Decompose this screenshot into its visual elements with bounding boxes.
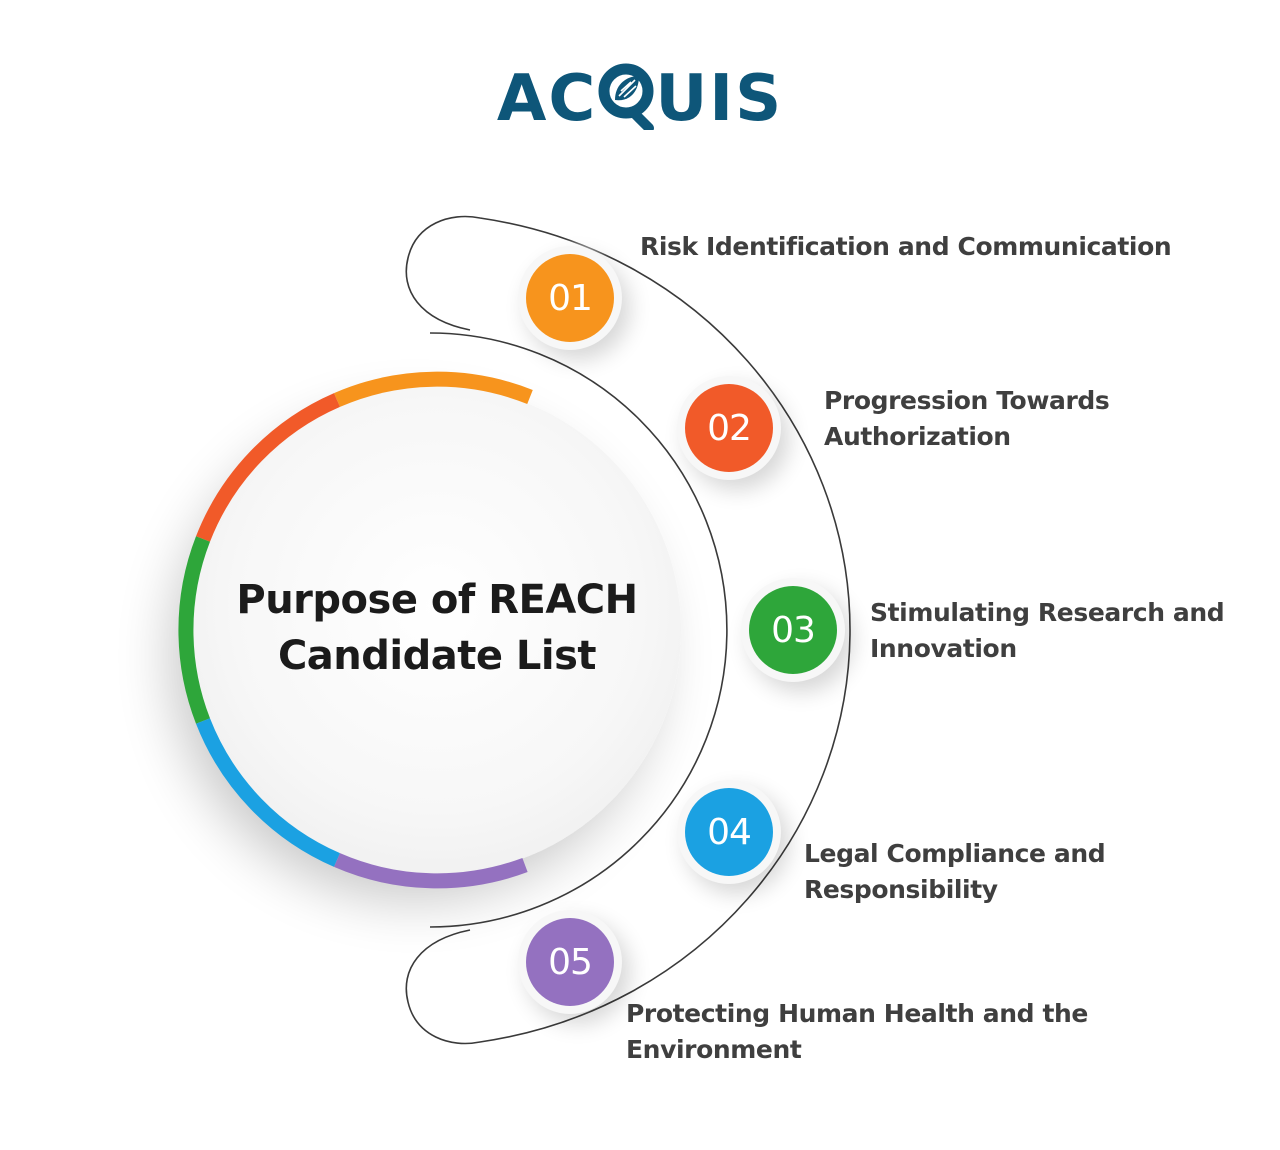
step-number-02: 02 (685, 384, 773, 472)
ring-segment-orange (334, 371, 533, 407)
center-title-line1: Purpose of REACH (236, 577, 638, 623)
step-label-03: Stimulating Research and Innovation (870, 595, 1225, 667)
step-label-01: Risk Identification and Communication (640, 229, 1172, 265)
ring-segment-green (178, 536, 210, 724)
step-number-04: 04 (685, 788, 773, 876)
step-label-04-line2: Responsibility (804, 875, 998, 904)
ring-segment-blue (196, 718, 340, 867)
step-label-05-line1: Protecting Human Health and the (626, 999, 1088, 1028)
center-title-line2: Candidate List (277, 633, 597, 679)
step-number-05: 05 (526, 918, 614, 1006)
step-label-05-line2: Environment (626, 1035, 802, 1064)
acquis-logo: AC UIS (0, 58, 1280, 147)
step-label-04-line1: Legal Compliance and (804, 839, 1106, 868)
logo-text-left: AC (496, 62, 598, 137)
step-label-02-line2: Authorization (824, 422, 1011, 451)
step-badge-04: 04 (677, 780, 781, 884)
step-label-02-line1: Progression Towards (824, 386, 1110, 415)
step-label-05: Protecting Human Health and the Environm… (626, 996, 1088, 1068)
step-badge-01: 01 (518, 246, 622, 350)
step-label-03-line2: Innovation (870, 634, 1017, 663)
step-badge-02: 02 (677, 376, 781, 480)
ring-segment-red-orange (196, 393, 340, 542)
leaf-in-q-icon (597, 58, 655, 147)
inner-connector-arc (429, 332, 728, 928)
ring-segment-purple (334, 853, 528, 889)
center-circle (193, 386, 681, 874)
logo-text-right: UIS (655, 62, 784, 137)
step-label-01-line1: Risk Identification and Communication (640, 232, 1172, 261)
step-badge-05: 05 (518, 910, 622, 1014)
step-label-02: Progression Towards Authorization (824, 383, 1110, 455)
step-badge-03: 03 (741, 578, 845, 682)
step-number-01: 01 (526, 254, 614, 342)
center-title: Purpose of REACH Candidate List (187, 572, 687, 684)
step-label-03-line1: Stimulating Research and (870, 598, 1225, 627)
outer-connector-line (405, 215, 851, 1045)
step-label-04: Legal Compliance and Responsibility (804, 836, 1106, 908)
step-number-03: 03 (749, 586, 837, 674)
colored-ring (178, 371, 533, 889)
